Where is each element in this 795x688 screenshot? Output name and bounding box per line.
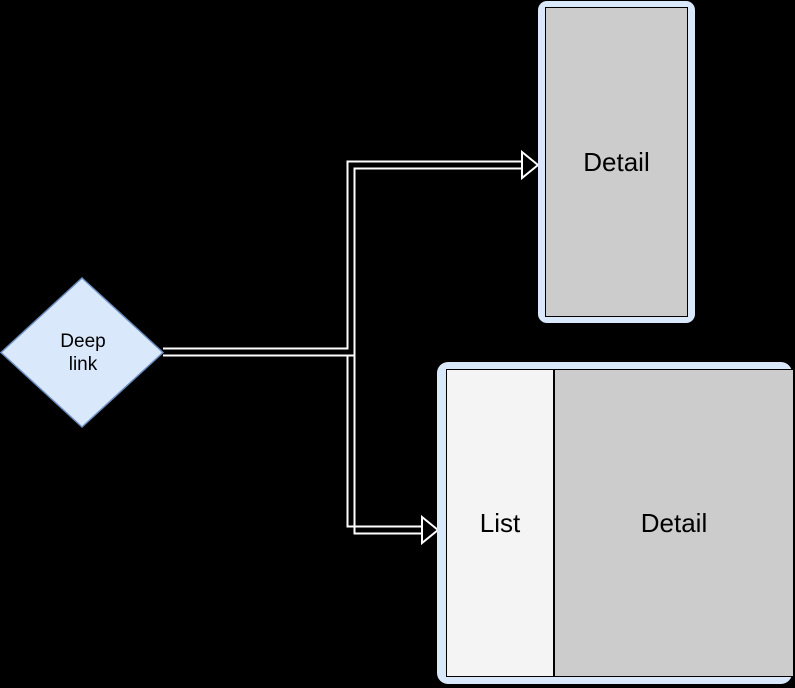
edge-deep-link-to-detail[interactable] [163,149,540,357]
diamond-shape [0,276,165,429]
list-detail-screen: List Detail [446,369,794,677]
list-pane[interactable]: List [447,370,555,676]
list-detail-tablet-frame[interactable]: List Detail [437,362,794,684]
deep-link-label: Deep link [60,330,106,375]
deep-link-node[interactable]: Deep link [0,276,166,429]
detail-phone-frame[interactable]: Detail [538,1,695,323]
detail-pane[interactable]: Detail [555,370,793,676]
edge-deep-link-to-list-detail[interactable] [346,355,440,546]
detail-phone-screen-pane: Detail [545,7,688,317]
